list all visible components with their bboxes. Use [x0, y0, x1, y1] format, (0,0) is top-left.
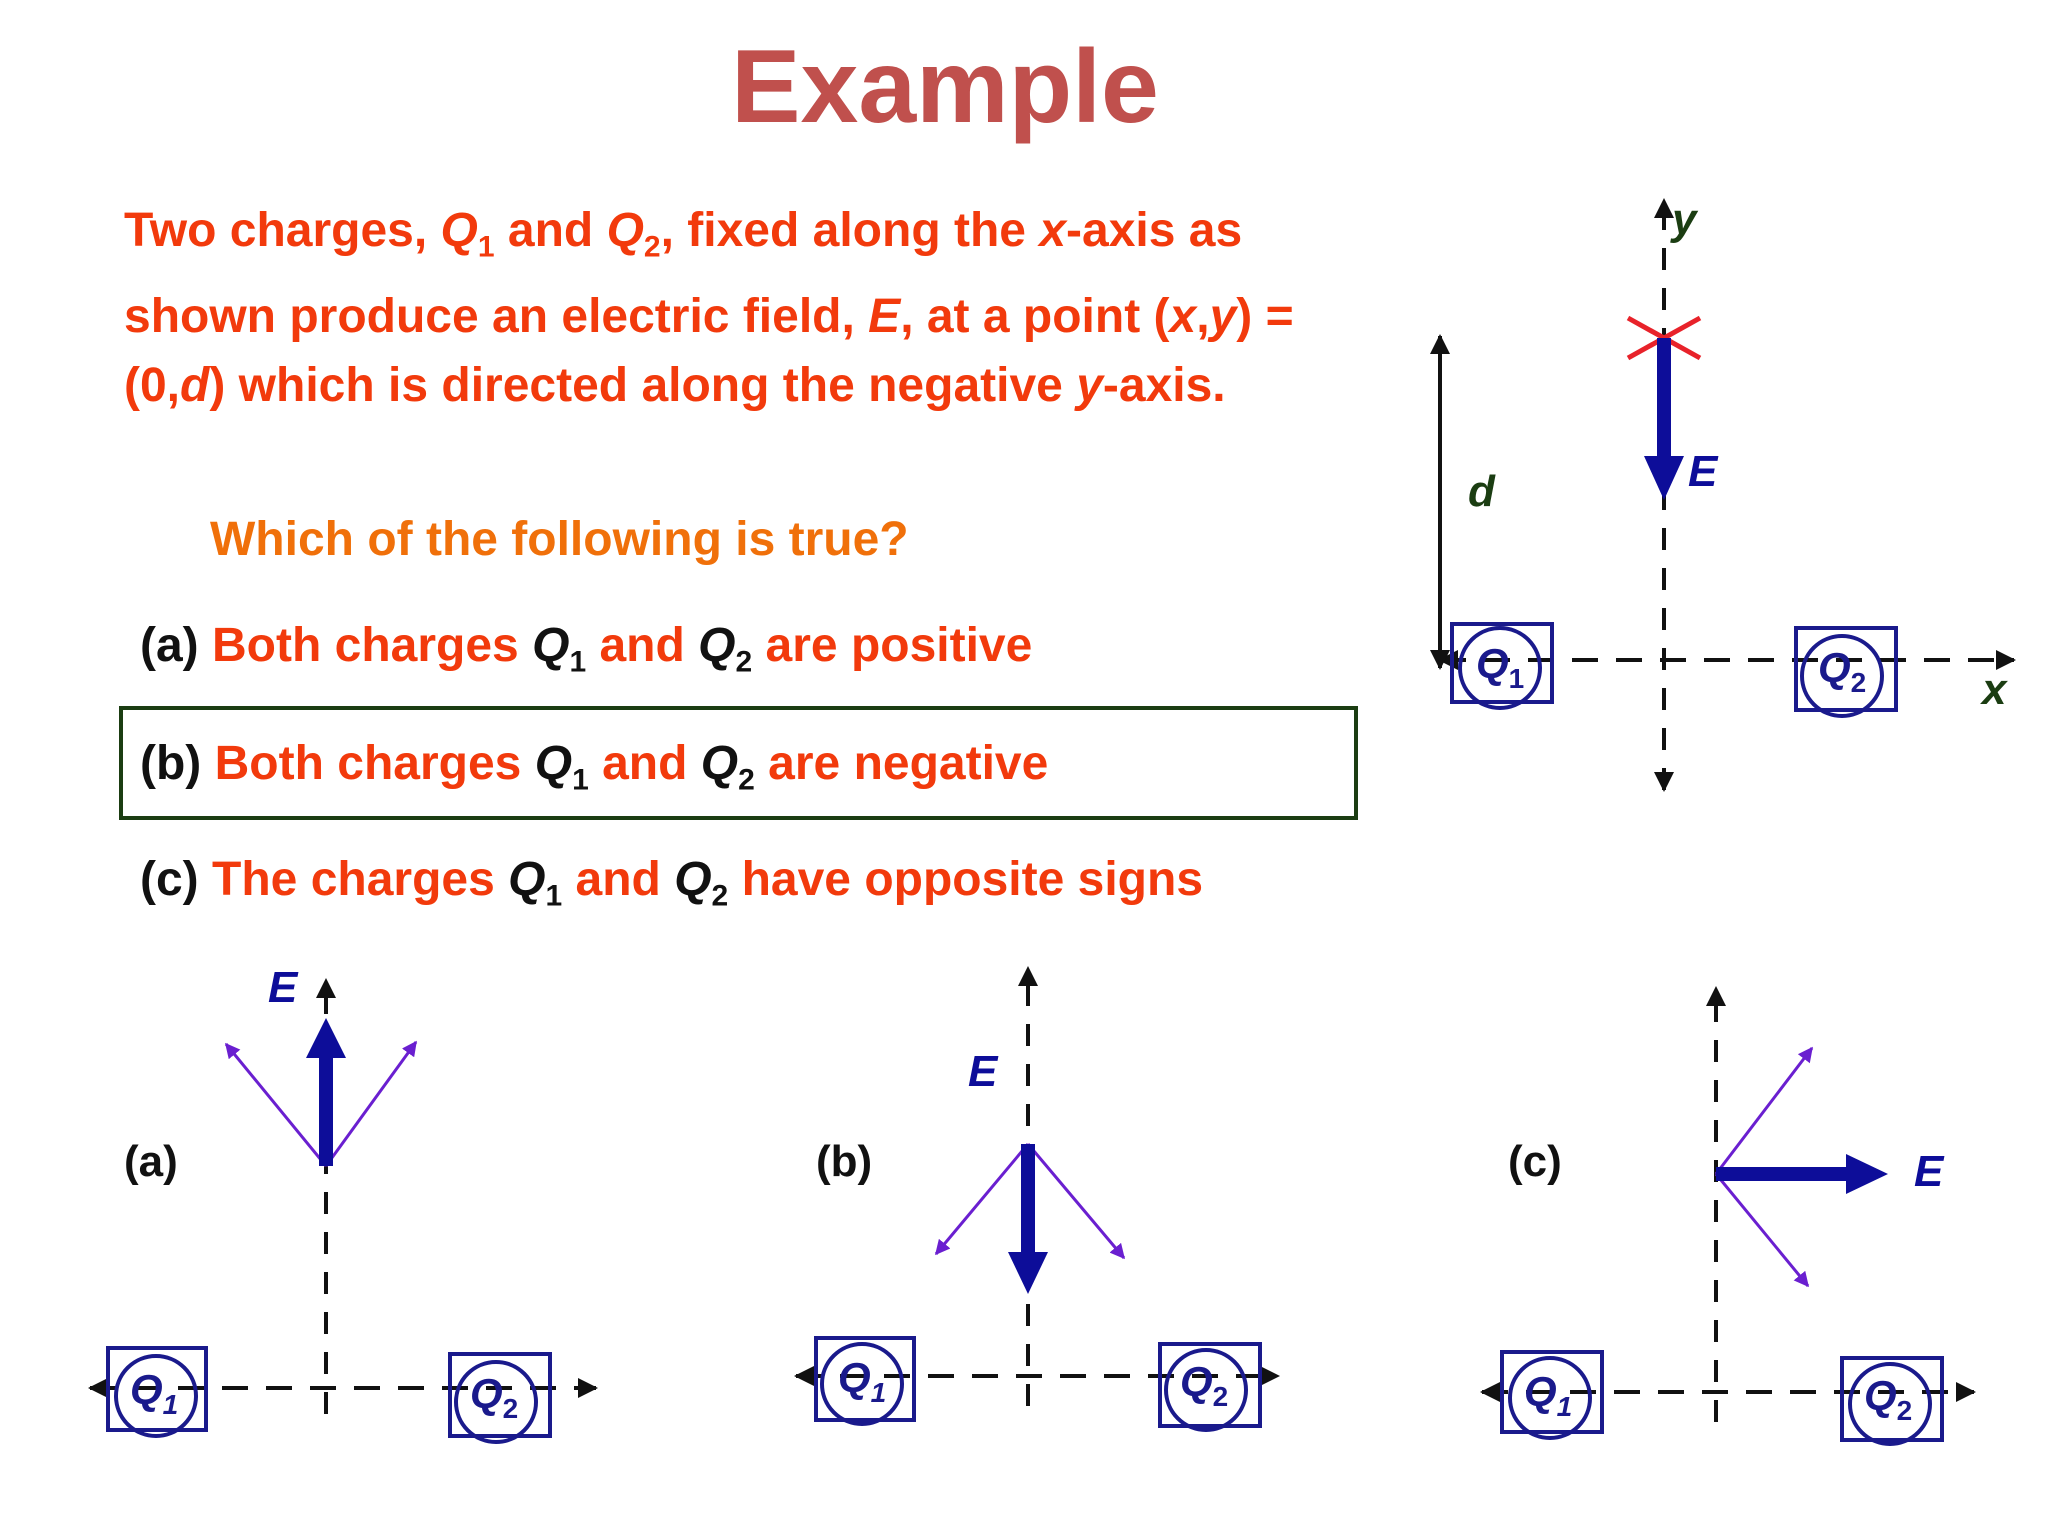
svg-text:Q2: Q2: [1818, 644, 1866, 698]
question-prompt: Which of the following is true?: [210, 513, 909, 566]
charge-q1: Q1: [106, 1346, 208, 1438]
field-label: E: [268, 963, 299, 1012]
case-a-diagram: (a) E Q1 Q2: [88, 963, 598, 1444]
option-letter: (a): [140, 619, 199, 672]
field-label: E: [968, 1047, 999, 1096]
field-arrow-down: [1644, 338, 1684, 500]
svg-text:Q2: Q2: [1180, 1358, 1228, 1412]
charge-q1: Q1: [1450, 622, 1554, 710]
charge-q2: Q2: [1840, 1356, 1944, 1446]
component-arrow-up-right: [1714, 1046, 1814, 1175]
charge-q2: Q2: [448, 1352, 552, 1444]
case-a-label: (a): [124, 1137, 178, 1186]
svg-text:Q1: Q1: [1476, 640, 1524, 694]
correct-answer-box: [119, 706, 1358, 820]
field-arrow-right: [1716, 1154, 1888, 1194]
svg-text:Q1: Q1: [838, 1354, 886, 1408]
option-letter: (b): [140, 737, 202, 790]
charge-q1: Q1: [1500, 1350, 1604, 1440]
component-arrow-right: [324, 1040, 418, 1167]
field-arrow-up: [306, 1018, 346, 1166]
case-c-label: (c): [1508, 1137, 1562, 1186]
x-axis-label: x: [1980, 665, 2008, 714]
case-c-diagram: (c) E Q1 Q2: [1480, 986, 1976, 1446]
svg-text:Q1: Q1: [1524, 1368, 1572, 1422]
component-arrow-left: [224, 1042, 328, 1167]
charge-q1: Q1: [814, 1336, 916, 1426]
component-arrow-down-right: [1714, 1173, 1810, 1288]
option-letter: (c): [140, 853, 199, 906]
distance-d-label: d: [1468, 467, 1496, 516]
component-arrow-right: [1026, 1143, 1126, 1260]
problem-statement: Two charges, Q1 and Q2, fixed along the …: [124, 204, 1294, 412]
charge-q2: Q2: [1158, 1342, 1262, 1432]
option-a[interactable]: (a) Both charges Q1 and Q2 are positive: [140, 619, 1033, 679]
charge-q2: Q2: [1794, 626, 1898, 718]
svg-text:Q2: Q2: [470, 1370, 518, 1424]
main-diagram: y x d E Q1 Q2: [1430, 195, 2016, 792]
field-arrow-down: [1008, 1144, 1048, 1294]
y-axis-label: y: [1670, 195, 1699, 244]
field-label: E: [1914, 1147, 1945, 1196]
svg-text:Q1: Q1: [130, 1366, 178, 1420]
option-c[interactable]: (c) The charges Q1 and Q2 have opposite …: [140, 853, 1204, 913]
svg-text:Q2: Q2: [1864, 1372, 1912, 1426]
component-arrow-left: [934, 1143, 1030, 1256]
option-b[interactable]: (b) Both charges Q1 and Q2 are negative: [140, 737, 1049, 797]
slide-title: Example: [731, 29, 1159, 145]
case-b-diagram: (b) E Q1 Q2: [794, 966, 1280, 1432]
case-b-label: (b): [816, 1137, 872, 1186]
field-label: E: [1688, 447, 1719, 496]
